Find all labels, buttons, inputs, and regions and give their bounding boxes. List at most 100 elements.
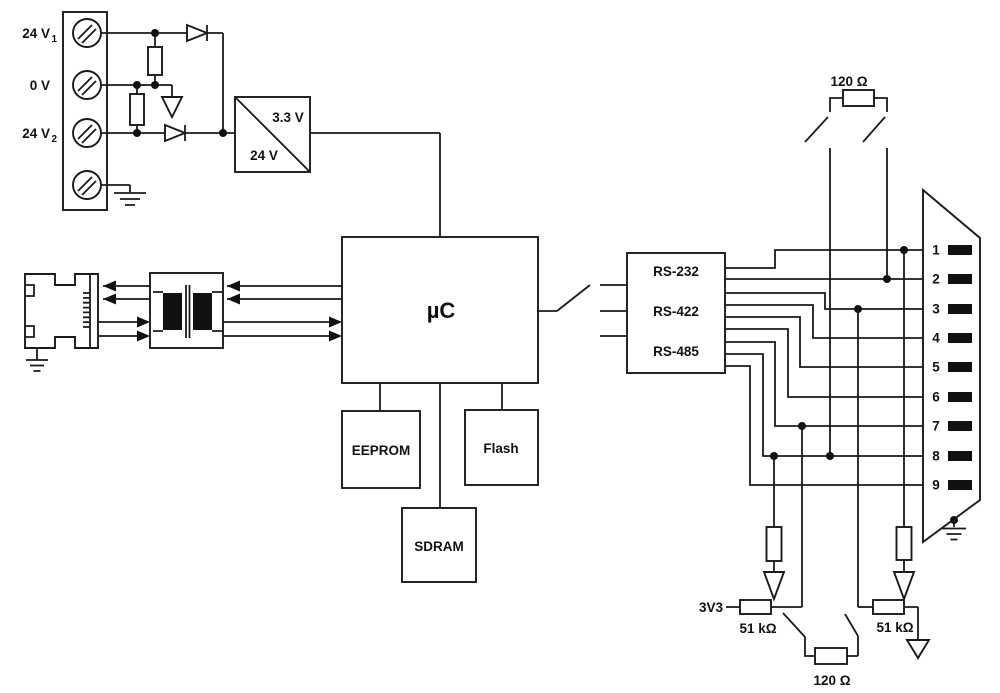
terminal-label-0v: 0 V	[30, 78, 50, 93]
dsub9-pin-1: 1	[932, 243, 972, 258]
tx-arrow-icon	[98, 330, 150, 342]
earth-ground-icon	[101, 184, 146, 206]
power-supply-section: 24 V 1 0 V 24 V 2	[22, 11, 441, 237]
pullup-value-label: 51 kΩ	[739, 621, 776, 636]
pin-contact-icon	[948, 274, 972, 284]
dsub9-pin-5: 5	[932, 360, 972, 375]
termination-section: 120 Ω 3V3	[699, 74, 931, 688]
serial-modes-block: RS-232 RS-422 RS-485	[626, 252, 726, 374]
flash-block: Flash	[464, 409, 539, 486]
rj45-jack-icon	[24, 273, 99, 349]
dsub9-pin-4: 4	[932, 331, 972, 346]
shield-earth-ground-icon	[942, 516, 966, 541]
eeprom-block: EEPROM	[341, 410, 421, 489]
junction-dot	[826, 452, 834, 460]
diode-icon	[186, 23, 210, 43]
pin-number: 4	[932, 331, 940, 346]
pin-contact-icon	[948, 421, 972, 431]
memory-section: EEPROM Flash SDRAM	[341, 383, 539, 583]
ground-arrow-icon	[892, 571, 916, 602]
eeprom-label: EEPROM	[352, 443, 411, 458]
bias-pulldown-resistor: 51 kΩ	[858, 599, 931, 660]
screw-terminal-block-icon	[62, 11, 108, 211]
transformer-icon	[149, 272, 224, 349]
rx-arrow-icon	[103, 293, 150, 305]
pin-number: 5	[932, 360, 940, 375]
mode-selector-switch-icon	[537, 284, 627, 337]
tx-arrow-icon	[223, 330, 342, 342]
dc-converter-block: 3.3 V 24 V	[234, 96, 311, 173]
top-termination-label: 120 Ω	[830, 74, 867, 89]
left-pull-resistor	[762, 456, 786, 602]
terminal-label-24v2-text: 24 V	[22, 126, 50, 141]
sdram-block: SDRAM	[401, 507, 477, 583]
top-termination-resistor: 120 Ω	[804, 74, 888, 456]
switch-blade-icon	[844, 613, 859, 637]
ground-arrow-icon	[905, 639, 931, 660]
supply-3v3-label: 3V3	[699, 600, 724, 615]
bias-pullup-resistor: 3V3 51 kΩ	[699, 599, 802, 636]
pulldown-value-label: 51 kΩ	[876, 620, 913, 635]
converter-output-label: 3.3 V	[272, 110, 304, 125]
junction-dot	[219, 129, 227, 137]
terminal-label-24v1-sub: 1	[52, 34, 58, 45]
pin-number: 6	[932, 390, 940, 405]
terminal-label-0v-text: 0 V	[30, 78, 50, 93]
rs422-label: RS-422	[653, 304, 699, 319]
resistor-icon	[129, 85, 145, 133]
dsub9-connector: 1 2 3 4 5 6 7 8	[922, 187, 981, 544]
bottom-termination-resistor: 120 Ω	[782, 612, 859, 688]
serial-interface-section: RS-232 RS-422 RS-485	[537, 249, 923, 486]
rs485-label: RS-485	[653, 344, 699, 359]
rx-arrow-icon	[227, 293, 342, 305]
screw-terminal-3-icon	[72, 118, 102, 148]
dsub9-pin-6: 6	[932, 390, 972, 405]
pin-contact-icon	[948, 333, 972, 343]
mcu-label: µC	[427, 298, 456, 323]
screw-terminal-1-icon	[72, 18, 102, 48]
tx-arrow-icon	[223, 316, 342, 328]
resistor-icon	[147, 33, 163, 85]
rx-arrow-icon	[227, 280, 342, 292]
ground-arrow-icon	[762, 571, 786, 602]
pin-number: 8	[932, 449, 940, 464]
junction-dot	[151, 81, 159, 89]
dsub9-pin-7: 7	[932, 419, 972, 434]
pin-contact-icon	[948, 304, 972, 314]
diode-icon	[164, 123, 188, 143]
rs232-label: RS-232	[653, 264, 699, 279]
wire-converter-to-mcu	[310, 132, 441, 237]
junction-dot	[133, 129, 141, 137]
converter-input-label: 24 V	[250, 148, 278, 163]
wire-diode1-to-rail	[207, 32, 224, 133]
pin-number: 7	[932, 419, 940, 434]
pin-contact-icon	[948, 362, 972, 372]
screw-terminal-4-icon	[72, 170, 102, 200]
flash-label: Flash	[483, 441, 518, 456]
pin-number: 2	[932, 272, 940, 287]
dsub9-pin-2: 2	[932, 272, 972, 287]
sdram-label: SDRAM	[414, 539, 464, 554]
screw-terminal-2-icon	[72, 70, 102, 100]
terminal-label-24v1-text: 24 V	[22, 26, 50, 41]
pin-contact-icon	[948, 480, 972, 490]
ground-arrow-icon	[160, 96, 184, 120]
terminal-label-24v2: 24 V 2	[22, 126, 57, 145]
pin-fanout-wires	[725, 249, 923, 486]
bottom-termination-label: 120 Ω	[813, 673, 850, 688]
terminal-label-24v1: 24 V 1	[22, 26, 57, 45]
dsub9-pin-9: 9	[932, 478, 972, 493]
junction-dot	[883, 275, 891, 283]
rx-arrow-icon	[103, 280, 150, 292]
pin-contact-icon	[948, 392, 972, 402]
pin-number: 9	[932, 478, 940, 493]
dsub9-pin-8: 8	[932, 449, 972, 464]
dsub9-pin-3: 3	[932, 302, 972, 317]
switch-blade-icon	[862, 116, 886, 143]
switch-blade-icon	[804, 116, 829, 143]
pin-number: 1	[932, 243, 940, 258]
right-pull-resistor	[892, 250, 916, 602]
pin-number: 3	[932, 302, 940, 317]
